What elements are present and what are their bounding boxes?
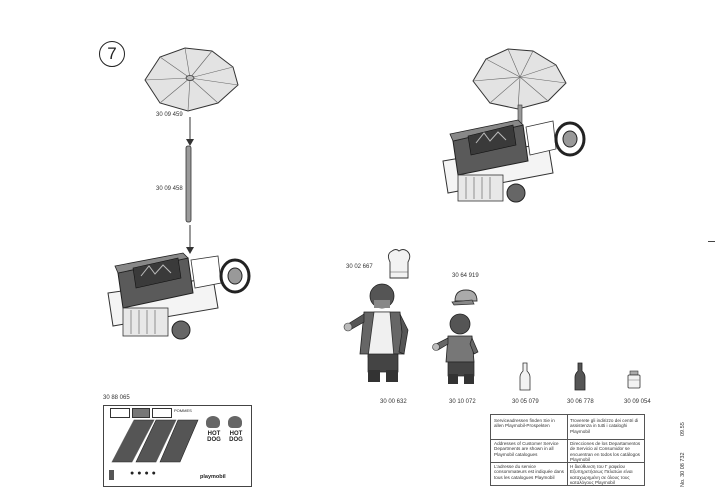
sticker-chef-icon-1 xyxy=(206,416,220,428)
sticker-hotdog-label-1: HOT DOG xyxy=(207,431,221,443)
part-number-figure-adult: 30 00 632 xyxy=(380,399,407,405)
part-number-bottle-clear: 30 05 079 xyxy=(512,399,539,405)
sticker-dots-row: ●●●● xyxy=(130,470,159,477)
service-text-it: Troverete gli indirizzo dei centri di as… xyxy=(570,418,639,434)
customer-service-box: Serviceadressen finden Sie in allen Play… xyxy=(490,414,645,486)
umbrella-canopy-illustration xyxy=(144,47,239,112)
umbrella-pole-illustration xyxy=(185,145,192,223)
step-number: 7 xyxy=(99,41,125,67)
assembly-arrow-2 xyxy=(186,225,194,254)
sticker-sheet: POMMES HOT DOG HOT DOG ●●●● playmobil xyxy=(103,405,252,487)
part-number-bottle-dark: 30 06 778 xyxy=(567,399,594,405)
service-text-en: Addresses of Customer Service Department… xyxy=(494,441,559,457)
service-text-de: Serviceadressen finden Sie in allen Play… xyxy=(494,418,555,429)
sticker-label-row: POMMES xyxy=(110,408,202,418)
figure-adult-illustration xyxy=(343,283,409,382)
part-number-umbrella-pole: 30 09 458 xyxy=(156,186,183,192)
sticker-pommes-label: POMMES xyxy=(174,408,192,413)
document-date: 09.55 xyxy=(680,422,686,436)
part-number-cap: 30 64 919 xyxy=(452,273,479,279)
sticker-brand: playmobil xyxy=(200,474,226,480)
assembly-arrow-1 xyxy=(186,117,194,146)
sticker-hotdog-label-2: HOT DOG xyxy=(229,431,243,443)
bottle-clear-illustration xyxy=(519,362,531,391)
jar-illustration xyxy=(627,370,641,389)
part-number-umbrella-canopy: 30 09 459 xyxy=(156,112,183,118)
service-text-gr: Η διεύθυνση του Γ ραφείου Εξυπηρετήσεως … xyxy=(570,464,633,486)
margin-tick xyxy=(708,241,715,242)
figure-child-illustration xyxy=(432,313,479,384)
sticker-chef-icon-2 xyxy=(228,416,242,428)
service-text-fr: L'adresse du service consommateurs est i… xyxy=(494,464,564,480)
cap-illustration xyxy=(451,289,478,306)
hotdog-cart-illustration-left xyxy=(107,252,251,340)
part-number-chef-hat: 30 02 667 xyxy=(346,264,373,270)
part-number-jar: 30 09 054 xyxy=(624,399,651,405)
part-number-sticker-sheet: 30 88 065 xyxy=(103,395,130,401)
hotdog-cart-assembled xyxy=(442,48,586,203)
part-number-figure-child: 30 10 072 xyxy=(449,399,476,405)
service-text-es: Direcciones de los Departamentos de Serv… xyxy=(570,441,641,463)
document-number: No. 30 08 732 xyxy=(680,452,686,487)
sticker-small-figure-icon xyxy=(109,470,114,480)
chef-hat-illustration xyxy=(387,249,411,279)
bottle-dark-illustration xyxy=(574,362,586,391)
sticker-diamond-panel xyxy=(111,419,199,463)
